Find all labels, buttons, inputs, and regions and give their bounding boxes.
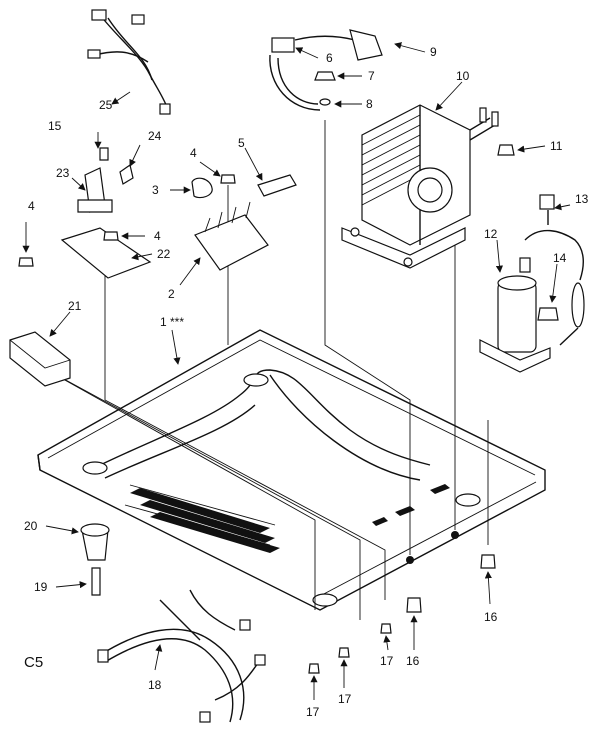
label-part-21: 21 (68, 299, 82, 313)
fuse-5 (257, 174, 297, 197)
label-part-7: 7 (368, 69, 375, 83)
label-part-17b: 17 (306, 705, 320, 719)
base-plate (37, 329, 546, 611)
label-part-1: 1 *** (160, 315, 185, 329)
screw-16a (480, 554, 496, 569)
screw-4c (220, 174, 236, 184)
alignment-lines (37, 120, 489, 620)
label-part-18: 18 (148, 678, 162, 692)
label-part-16a: 16 (484, 610, 498, 624)
clip-3 (191, 177, 213, 199)
label-part-9: 9 (430, 45, 437, 59)
label-part-14: 14 (553, 251, 567, 265)
screw-16b (406, 597, 422, 613)
vent-slots (124, 484, 280, 553)
power-cord-6-9 (269, 29, 383, 111)
switch-23 (77, 147, 134, 213)
label-part-25: 25 (99, 98, 113, 112)
screw-4b (103, 231, 119, 241)
label-part-10: 10 (456, 69, 470, 83)
label-part-12: 12 (484, 227, 498, 241)
label-part-17a: 17 (380, 654, 394, 668)
wire-harness-25 (87, 9, 171, 115)
grommet-17b (308, 663, 320, 674)
screw-11 (497, 144, 515, 156)
diode-13 (524, 194, 585, 346)
label-part-15: 15 (48, 119, 62, 133)
label-part-4c: 4 (190, 146, 197, 160)
label-part-6: 6 (326, 51, 333, 65)
screw-19 (91, 567, 101, 596)
label-part-24: 24 (148, 129, 162, 143)
screw-4a (18, 257, 34, 267)
label-part-13: 13 (575, 192, 589, 206)
label-part-2: 2 (168, 287, 175, 301)
label-part-23: 23 (56, 166, 70, 180)
label-part-11: 11 (550, 139, 563, 153)
label-part-5: 5 (238, 136, 245, 150)
screw-7-washer-8 (314, 71, 336, 106)
label-part-3: 3 (152, 183, 159, 197)
diagram-code: C5 (24, 654, 44, 671)
label-part-4b: 4 (154, 229, 161, 243)
label-part-20: 20 (24, 519, 38, 533)
label-part-19: 19 (34, 580, 48, 594)
label-part-17c: 17 (338, 692, 352, 706)
bracket-22 (60, 227, 152, 279)
label-part-4a: 4 (28, 199, 35, 213)
transformer-10 (341, 104, 499, 269)
wire-harness-18 (97, 589, 266, 723)
grommet-17c (338, 647, 350, 658)
screw-14 (537, 307, 559, 321)
grommet-17a (380, 623, 392, 634)
label-part-22: 22 (157, 247, 171, 261)
label-part-8: 8 (366, 97, 373, 111)
capacitor-12 (479, 257, 551, 373)
terminal-board-2 (194, 201, 269, 271)
foot-20 (80, 523, 110, 561)
callout-arrows (22, 42, 571, 700)
bracket-21 (9, 331, 71, 387)
label-part-16b: 16 (406, 654, 420, 668)
